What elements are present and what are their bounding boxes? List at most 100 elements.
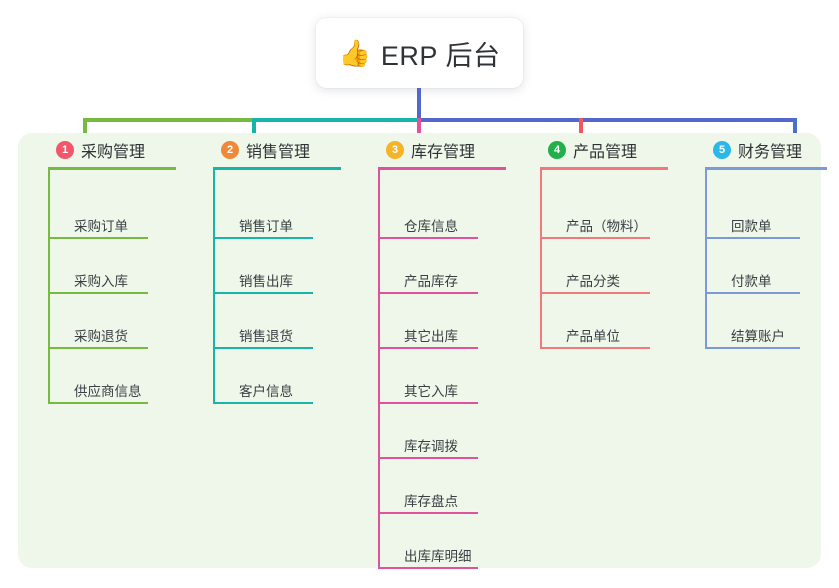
module-item-label: 其它出库 <box>404 329 458 344</box>
module-item[interactable]: 仓库信息 <box>378 184 533 239</box>
connector-drop-5 <box>793 118 797 144</box>
module-column-1: 1 采购管理采购订单采购入库采购退货供应商信息 <box>40 133 205 404</box>
module-item[interactable]: 回款单 <box>705 184 827 239</box>
module-item[interactable]: 结算账户 <box>705 294 827 349</box>
connector-drop-3 <box>417 118 421 144</box>
module-number-badge: 1 <box>56 141 74 159</box>
module-item[interactable]: 产品单位 <box>540 294 697 349</box>
module-item-label: 付款单 <box>731 274 772 289</box>
module-item[interactable]: 销售退货 <box>213 294 368 349</box>
connector-bus-segment-2 <box>252 118 419 122</box>
module-item[interactable]: 其它出库 <box>378 294 533 349</box>
module-header-2[interactable]: 2 销售管理 <box>205 133 368 167</box>
module-item[interactable]: 库存调拨 <box>378 404 533 459</box>
page-title: ERP 后台 <box>380 40 501 71</box>
module-item[interactable]: 销售订单 <box>213 184 368 239</box>
modules-panel: 1 采购管理采购订单采购入库采购退货供应商信息 2 销售管理销售订单销售出库销售退货客… <box>18 133 827 569</box>
connector-bus-segment-1 <box>83 118 253 122</box>
module-header-underline <box>213 167 341 170</box>
module-item-underline <box>378 402 478 404</box>
module-spine <box>48 170 50 404</box>
module-item-list: 回款单付款单结算账户 <box>697 170 827 349</box>
module-item-label: 仓库信息 <box>404 219 458 234</box>
module-header-label: 财务管理 <box>738 144 803 161</box>
module-number-badge: 3 <box>386 141 404 159</box>
module-item-label: 采购退货 <box>74 329 128 344</box>
connector-drop-1 <box>83 118 87 144</box>
module-spine <box>540 170 542 349</box>
module-header-label: 销售管理 <box>246 144 311 161</box>
module-header-5[interactable]: 5 财务管理 <box>697 133 827 167</box>
module-item-list: 仓库信息产品库存其它出库其它入库库存调拨库存盘点出库库明细 <box>370 170 533 569</box>
module-item-underline <box>378 512 478 514</box>
module-number-badge: 4 <box>548 141 566 159</box>
module-item-list: 采购订单采购入库采购退货供应商信息 <box>40 170 205 404</box>
module-item[interactable]: 销售出库 <box>213 239 368 294</box>
module-item[interactable]: 产品（物料） <box>540 184 697 239</box>
module-item-label: 销售出库 <box>239 274 293 289</box>
module-item-underline <box>213 402 313 404</box>
module-spine <box>378 170 380 569</box>
module-item-underline <box>540 292 650 294</box>
module-item-label: 库存盘点 <box>404 494 458 509</box>
module-item[interactable]: 采购退货 <box>48 294 205 349</box>
module-item-underline <box>213 347 313 349</box>
module-item-underline <box>378 567 478 569</box>
module-number-badge: 2 <box>221 141 239 159</box>
module-header-underline <box>378 167 506 170</box>
module-item-label: 产品单位 <box>566 329 620 344</box>
module-item-underline <box>48 237 148 239</box>
module-item-underline <box>378 292 478 294</box>
module-item-underline <box>540 237 650 239</box>
module-item-underline <box>48 292 148 294</box>
module-header-underline <box>540 167 668 170</box>
module-item-label: 客户信息 <box>239 384 293 399</box>
module-header-3[interactable]: 3 库存管理 <box>370 133 533 167</box>
module-item-label: 产品（物料） <box>566 219 647 234</box>
module-item-underline <box>48 347 148 349</box>
module-item-underline <box>378 237 478 239</box>
module-header-underline <box>48 167 176 170</box>
module-item[interactable]: 采购订单 <box>48 184 205 239</box>
module-item[interactable]: 采购入库 <box>48 239 205 294</box>
module-header-label: 库存管理 <box>411 144 476 161</box>
connector-drop-4 <box>579 118 583 144</box>
module-header-underline <box>705 167 827 170</box>
module-item-label: 库存调拨 <box>404 439 458 454</box>
connector-bus-segment-3 <box>417 118 581 122</box>
module-item-list: 销售订单销售出库销售退货客户信息 <box>205 170 368 404</box>
module-item[interactable]: 出库库明细 <box>378 514 533 569</box>
module-item[interactable]: 客户信息 <box>213 349 368 404</box>
thumbs-up-icon: 👍 <box>338 38 371 68</box>
module-item[interactable]: 供应商信息 <box>48 349 205 404</box>
module-item-label: 采购入库 <box>74 274 128 289</box>
module-header-label: 采购管理 <box>81 144 146 161</box>
module-item-label: 结算账户 <box>731 329 785 344</box>
module-item-list: 产品（物料） 产品分类产品单位 <box>532 170 697 349</box>
module-item-underline <box>378 457 478 459</box>
module-item-label: 采购订单 <box>74 219 128 234</box>
connector-stem <box>417 88 421 120</box>
module-item-label: 产品分类 <box>566 274 620 289</box>
module-item[interactable]: 库存盘点 <box>378 459 533 514</box>
module-item-label: 产品库存 <box>404 274 458 289</box>
module-item[interactable]: 产品库存 <box>378 239 533 294</box>
module-column-3: 3 库存管理仓库信息产品库存其它出库其它入库库存调拨库存盘点出库库明细 <box>370 133 533 569</box>
connector-bus-segment-4 <box>579 118 797 122</box>
module-item-label: 回款单 <box>731 219 772 234</box>
module-item-underline <box>213 237 313 239</box>
module-item-underline <box>48 402 148 404</box>
module-spine <box>705 170 707 349</box>
module-number-badge: 5 <box>713 141 731 159</box>
module-item-underline <box>540 347 650 349</box>
module-header-1[interactable]: 1 采购管理 <box>40 133 205 167</box>
module-column-2: 2 销售管理销售订单销售出库销售退货客户信息 <box>205 133 368 404</box>
module-item-label: 销售退货 <box>239 329 293 344</box>
module-item[interactable]: 产品分类 <box>540 239 697 294</box>
module-item[interactable]: 付款单 <box>705 239 827 294</box>
module-item[interactable]: 其它入库 <box>378 349 533 404</box>
module-item-underline <box>705 292 800 294</box>
